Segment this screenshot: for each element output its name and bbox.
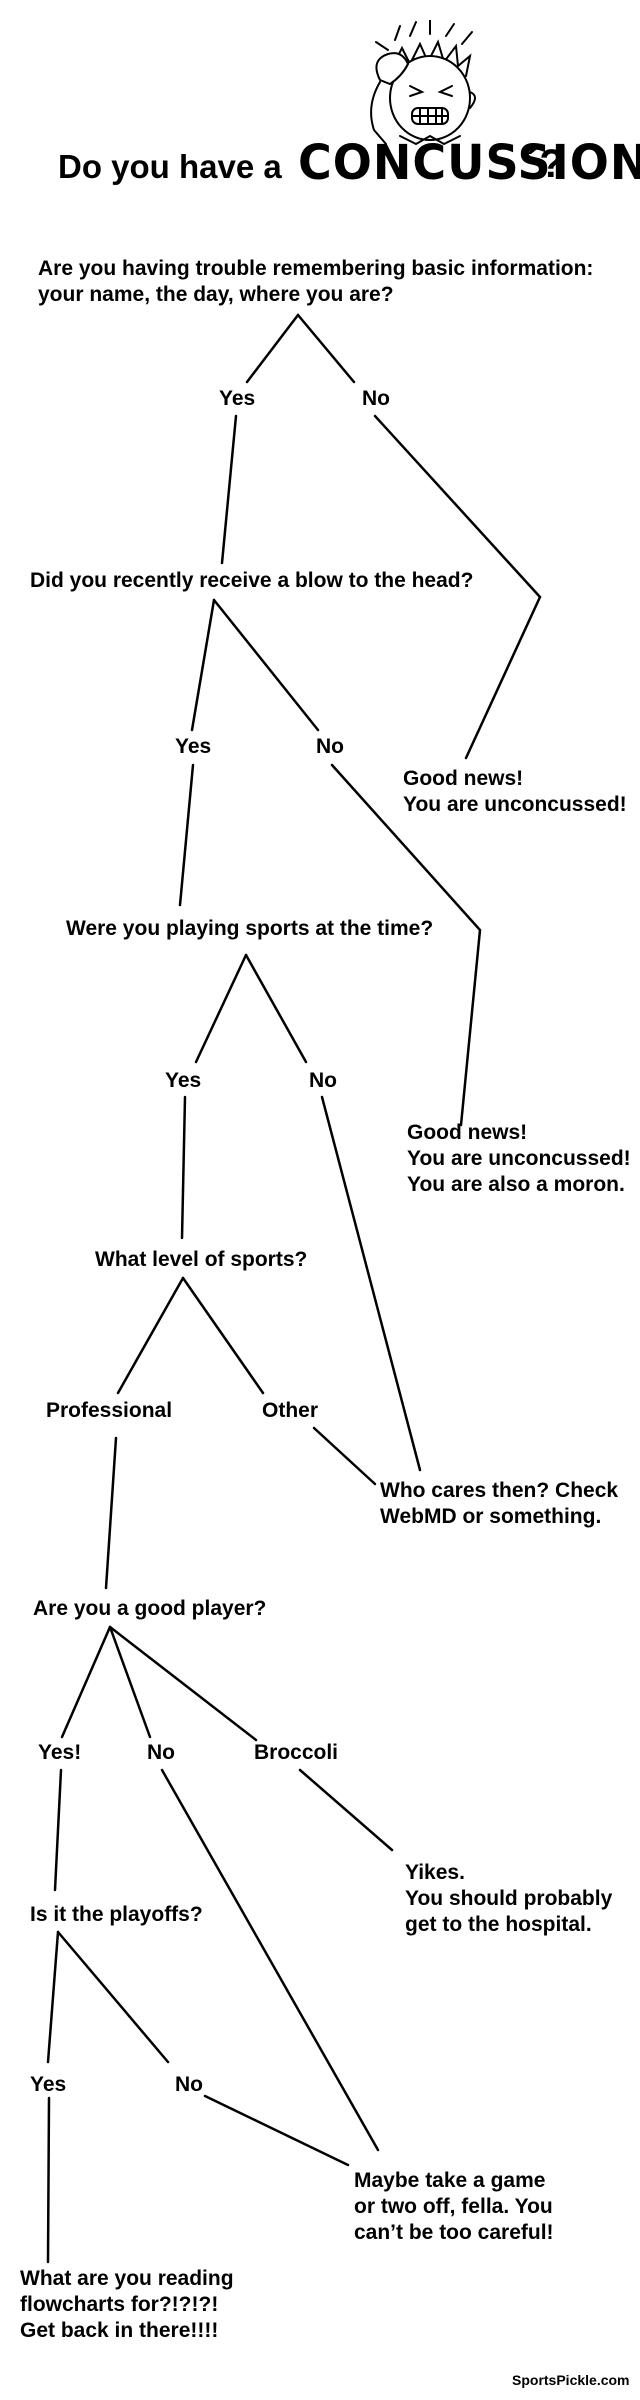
outcome-get-back-in-there: What are you reading flowcharts for?!?!?… <box>20 2267 234 2342</box>
connector-q4-pro <box>116 1276 185 1395</box>
connector-no-outcome5 <box>160 1768 380 2152</box>
site-credit: SportsPickle.com <box>512 2372 630 2388</box>
connector-q3-yes <box>194 953 248 1064</box>
connector-q3-no <box>244 953 308 1064</box>
question-memory: Are you having trouble remembering basic… <box>38 257 594 306</box>
title-keyword: CONCUSSION <box>298 133 640 191</box>
question-blow-to-head: Did you recently receive a blow to the h… <box>30 569 474 592</box>
connector-yes-q4 <box>180 1095 187 1240</box>
connector-yes-q2 <box>220 414 238 565</box>
question-sports-level: What level of sports? <box>95 1248 308 1271</box>
outcome-check-webmd: Who cares then? Check WebMD or something… <box>380 1479 619 1528</box>
connector-q2-yes <box>190 598 216 732</box>
outcome-unconcussed: Good news! You are unconcussed! <box>403 767 627 816</box>
connector-q5-broccoli <box>108 1625 258 1742</box>
title-suffix: ´? <box>526 142 564 186</box>
connector-q6no-outcome5 <box>203 2094 350 2167</box>
connector-q4-other <box>181 1276 265 1395</box>
connector-no-outcome2 <box>330 763 482 1127</box>
connector-q2-no <box>212 598 320 732</box>
outcome-unconcussed-moron: Good news! You are unconcussed! You are … <box>407 1121 631 1196</box>
connector-other-outcome3 <box>312 1426 377 1486</box>
answer-q6-no: No <box>175 2073 203 2096</box>
title-prefix: Do you have a <box>58 148 282 185</box>
connector-pro-q5 <box>104 1436 118 1590</box>
connector-q6yes-outcome6 <box>46 2096 51 2264</box>
connector-broccoli-outcome4 <box>298 1768 394 1852</box>
answer-q4-professional: Professional <box>46 1399 173 1422</box>
question-playing-sports: Were you playing sports at the time? <box>66 917 434 940</box>
connector-yes-q3 <box>178 763 195 907</box>
answer-q1-no: No <box>362 387 390 410</box>
answer-q3-no: No <box>309 1069 337 1092</box>
connector-no-outcome3 <box>320 1095 422 1472</box>
answer-q5-no: No <box>147 1741 175 1764</box>
answer-q2-yes: Yes <box>175 735 212 758</box>
connector-no-outcome1 <box>373 414 542 760</box>
answer-q6-yes: Yes <box>30 2073 67 2096</box>
question-playoffs: Is it the playoffs? <box>30 1903 203 1926</box>
connector-yes-q6 <box>53 1768 63 1892</box>
connector-q6-yes <box>46 1930 60 2064</box>
connector-q1-no <box>296 313 356 384</box>
question-good-player: Are you a good player? <box>33 1597 267 1620</box>
connector-q1-yes <box>245 313 300 384</box>
connector-q5-yes <box>60 1625 112 1739</box>
answer-q4-other: Other <box>262 1399 319 1422</box>
dizzy-cartoon-face-icon <box>370 20 476 146</box>
connector-q6-no <box>56 1930 170 2064</box>
outcome-go-to-hospital: Yikes. You should probably get to the ho… <box>405 1861 613 1936</box>
answer-q3-yes: Yes <box>165 1069 202 1092</box>
answer-q2-no: No <box>316 735 344 758</box>
answer-q1-yes: Yes <box>219 387 256 410</box>
connector-q5-no <box>108 1625 152 1739</box>
answer-q5-yes: Yes! <box>38 1741 82 1764</box>
outcome-take-games-off: Maybe take a game or two off, fella. You… <box>354 2169 554 2244</box>
answer-q5-broccoli: Broccoli <box>254 1741 339 1764</box>
